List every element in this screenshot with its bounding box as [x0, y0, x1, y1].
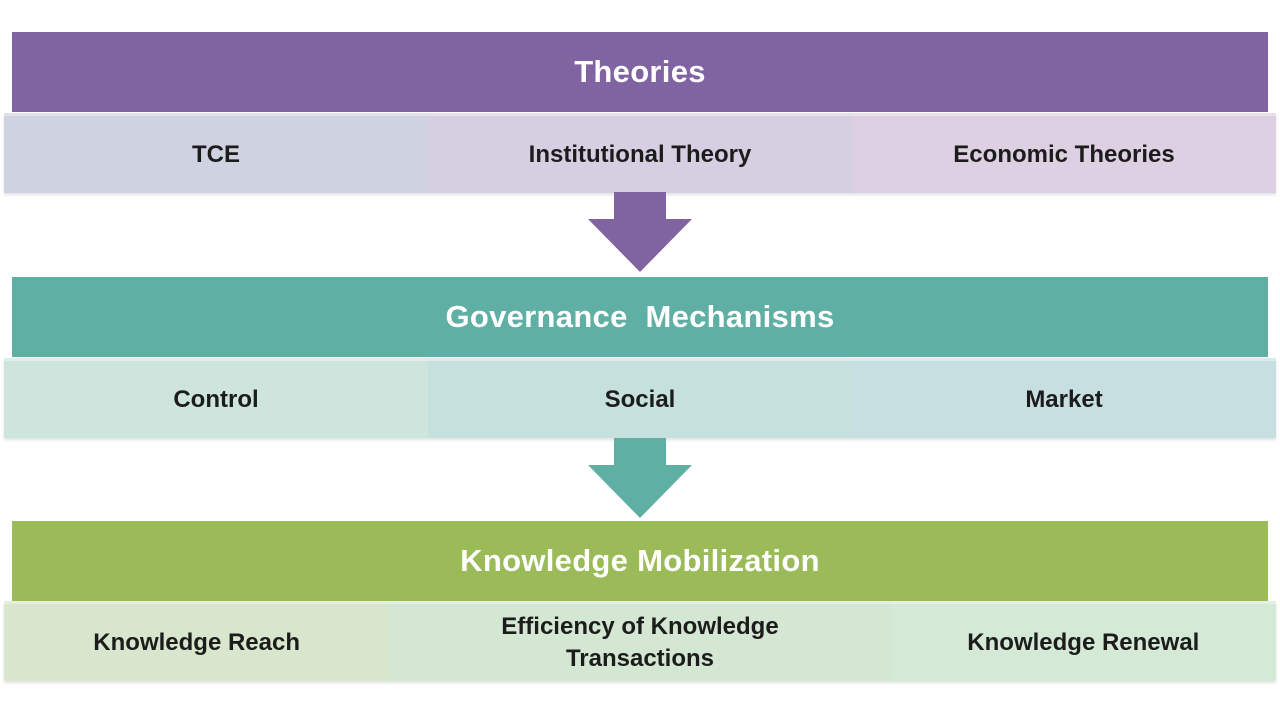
governance-header: Governance Mechanisms [12, 277, 1268, 357]
theory-item-institutional: Institutional Theory [428, 113, 852, 193]
governance-item-social: Social [428, 358, 852, 438]
governance-row: Control Social Market [4, 358, 1276, 438]
knowledge-mobilization-header: Knowledge Mobilization [12, 521, 1268, 601]
theories-header: Theories [12, 32, 1268, 112]
governance-item-market: Market [852, 358, 1276, 438]
down-arrow-icon [588, 192, 692, 272]
theories-row: TCE Institutional Theory Economic Theori… [4, 113, 1276, 193]
governance-item-control: Control [4, 358, 428, 438]
theory-item-economic: Economic Theories [852, 113, 1276, 193]
knowledge-item-efficiency: Efficiency of Knowledge Transactions [389, 601, 891, 681]
theory-item-tce: TCE [4, 113, 428, 193]
arrow-shape [588, 438, 692, 518]
down-arrow-icon [588, 438, 692, 518]
knowledge-item-reach: Knowledge Reach [4, 601, 390, 681]
knowledge-mobilization-row: Knowledge Reach Efficiency of Knowledge … [4, 601, 1276, 681]
knowledge-item-renewal: Knowledge Renewal [890, 601, 1276, 681]
arrow-shape [588, 192, 692, 272]
